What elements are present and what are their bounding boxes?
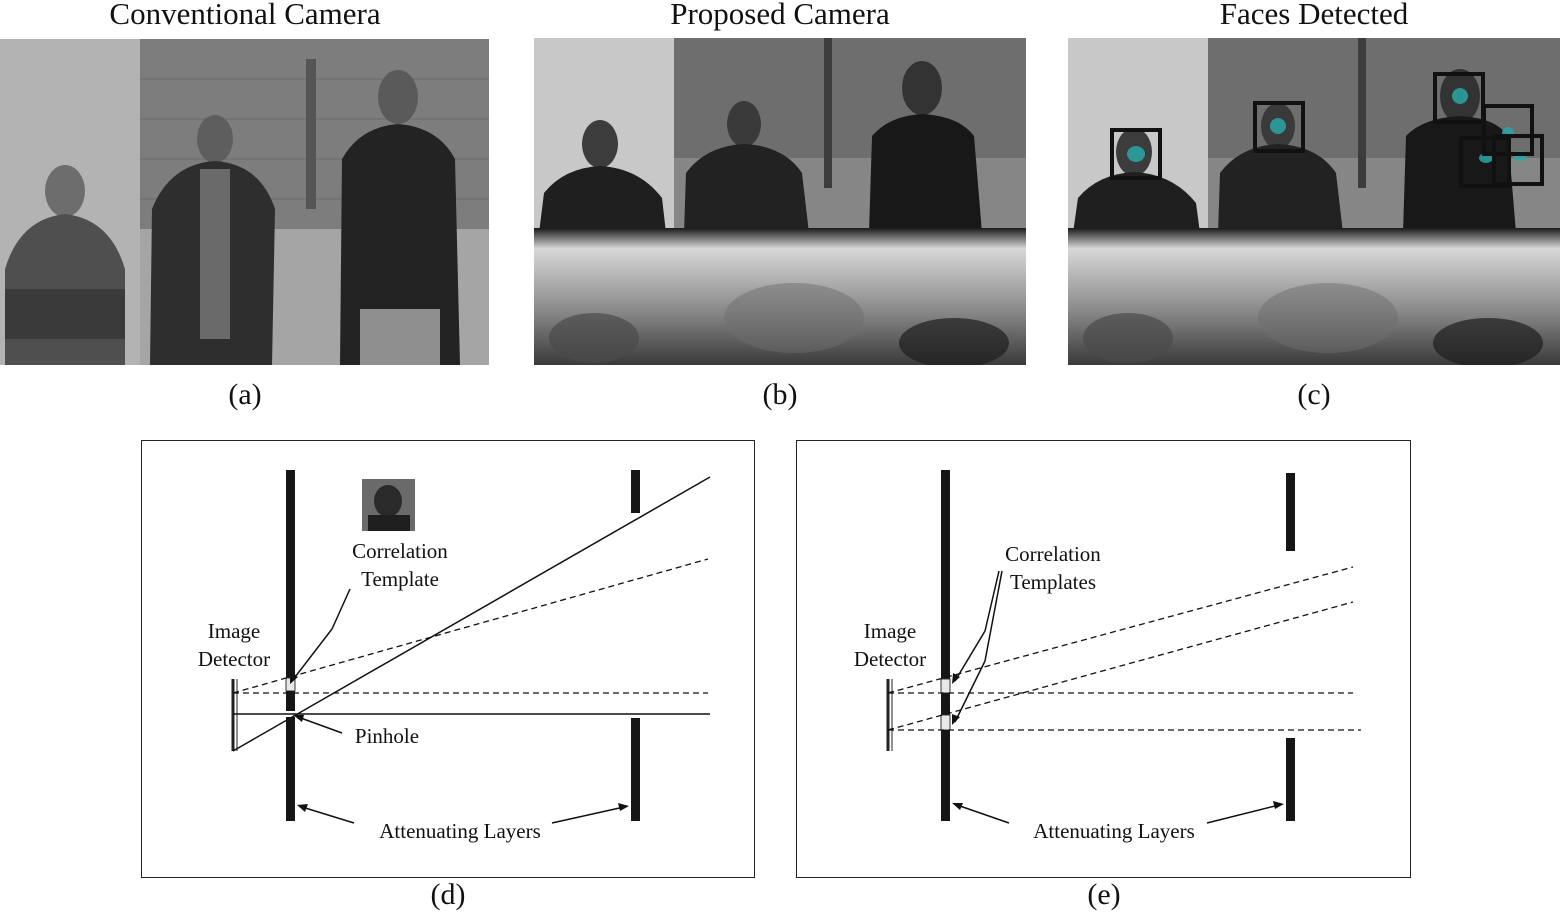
panel-a-title: Conventional Camera [109, 0, 381, 31]
attenuating-layer-back [1286, 473, 1295, 551]
detection-box [1492, 134, 1544, 186]
panel-d-caption: (d) [430, 878, 466, 911]
detection-box [1110, 128, 1162, 180]
attenuating-layers-label: Attenuating Layers [1033, 819, 1195, 843]
panel-b-caption: (b) [762, 378, 798, 411]
proposed-camera-photo [534, 38, 1026, 365]
pinhole-label: Pinhole [354, 724, 420, 748]
attenuating-layer-front [941, 470, 950, 679]
panel-e-caption: (e) [1087, 878, 1121, 911]
attenuating-layers-label: Attenuating Layers [379, 819, 541, 843]
detector-label-line2: Detector [853, 647, 927, 671]
attenuating-layer-front [286, 470, 295, 678]
faces-detected-photo [1068, 38, 1560, 365]
detection-box [1433, 72, 1485, 124]
detector-label-line1: Image [207, 619, 261, 643]
correlation-label-line1: Correlation [1005, 542, 1101, 566]
panel-a-caption: (a) [228, 378, 262, 411]
detector-label-line2: Detector [197, 647, 271, 671]
diagram-e-frame: Correlation Templates Image Detector Att… [796, 440, 1411, 878]
detection-box [1253, 101, 1305, 153]
correlation-label-line1: Correlation [352, 539, 448, 563]
conventional-camera-photo [0, 39, 489, 365]
diagram-d-frame: Correlation Template Image Detector Pinh… [141, 440, 755, 878]
correlation-label-line2: Template [361, 567, 439, 591]
panel-b-title: Proposed Camera [670, 0, 890, 31]
panel-c-title: Faces Detected [1219, 0, 1409, 31]
attenuating-layer-back [631, 470, 640, 513]
correlation-label-line2: Templates [1010, 570, 1096, 594]
detector-label-line1: Image [863, 619, 917, 643]
detection-box [1459, 136, 1511, 188]
panel-c-caption: (c) [1297, 378, 1331, 411]
